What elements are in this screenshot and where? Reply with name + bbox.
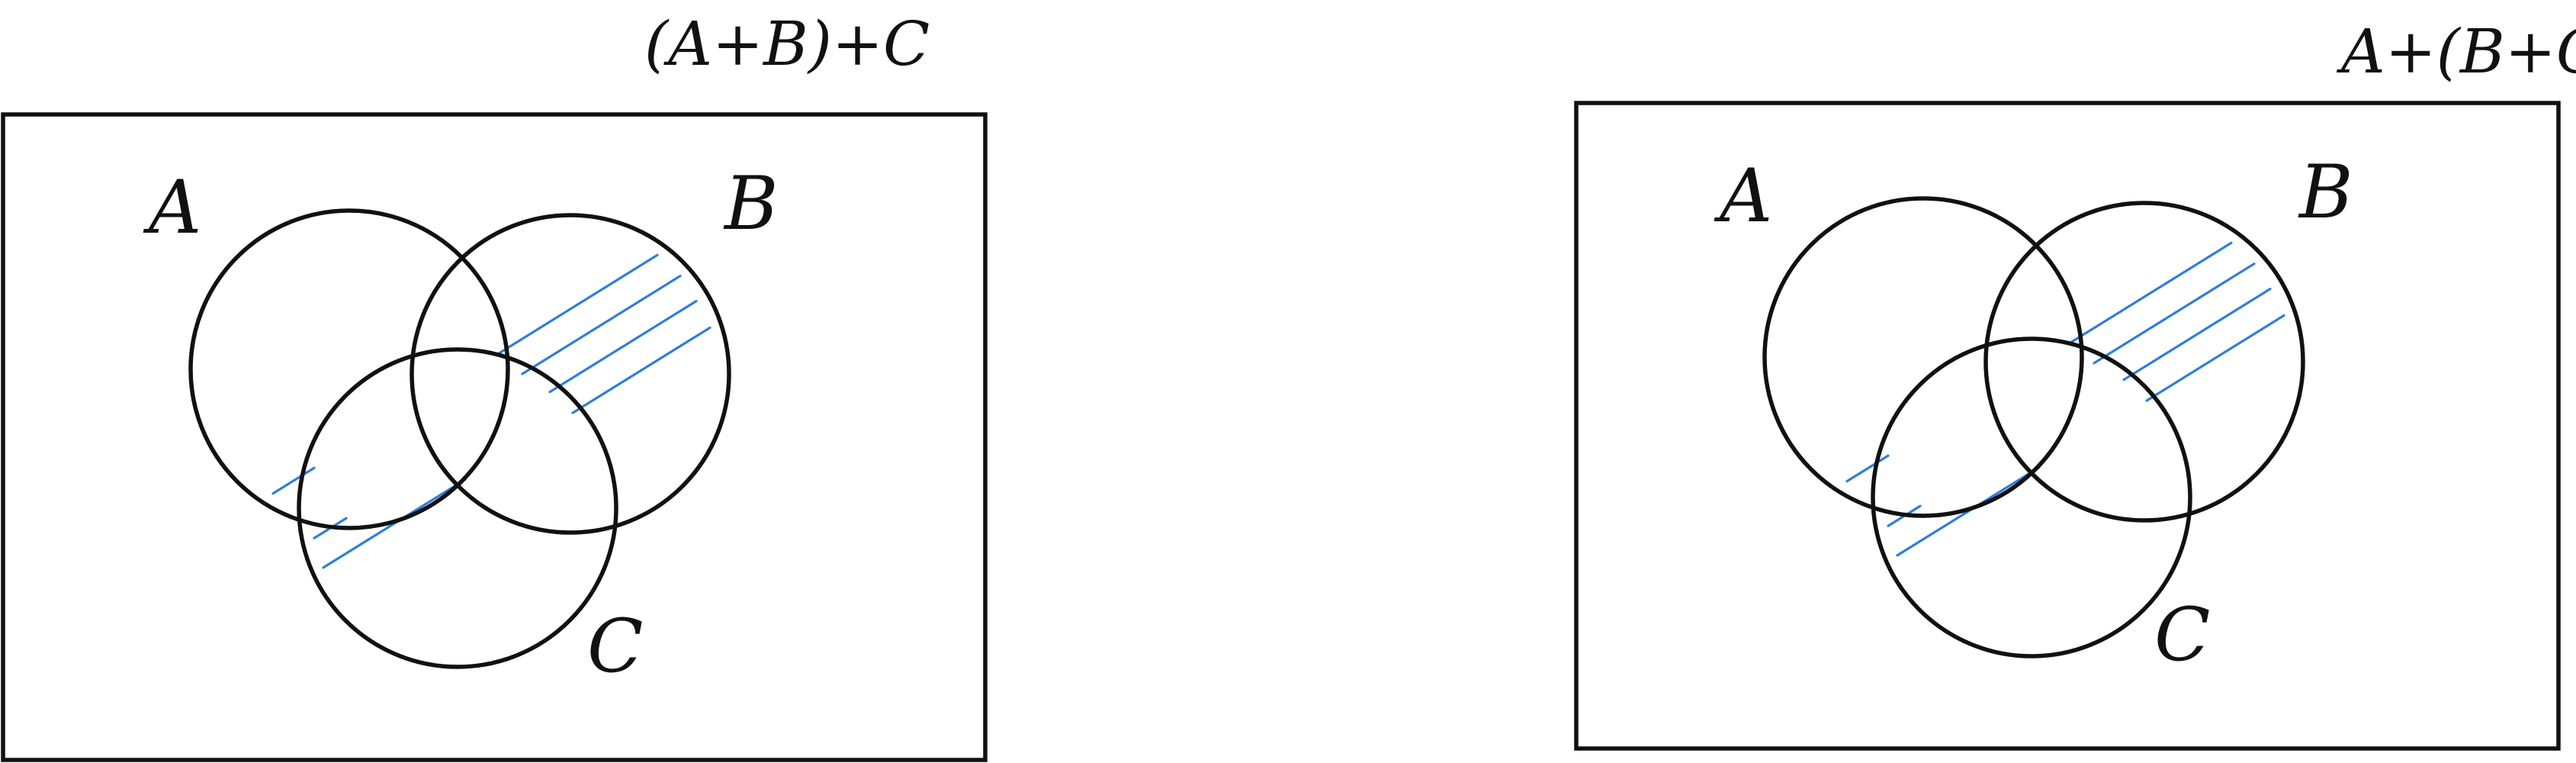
expression-label-right: A+(B+C) (2336, 16, 2576, 87)
set-a-label-right: A (1714, 153, 1772, 239)
hatch-stroke (496, 253, 659, 356)
hatch-stroke (271, 466, 316, 495)
expression-label-left: (A+B)+C (644, 8, 930, 79)
set-a-label-left: A (143, 165, 201, 250)
set-c-circle-left (297, 347, 618, 669)
hatch-stroke (1845, 454, 1890, 483)
hatch-stroke (548, 300, 698, 394)
set-b-label-left: B (723, 161, 779, 246)
hatch-stroke (2145, 314, 2285, 402)
set-c-circle-right (1871, 336, 2192, 658)
universe-box-right (1574, 101, 2561, 751)
set-b-circle-right (1983, 201, 2305, 523)
venn-diagram-left: (A+B)+C A B C (1, 8, 988, 762)
set-c-label-right: C (2154, 592, 2210, 678)
hatch-stroke (571, 326, 711, 414)
hatch-stroke (2093, 262, 2256, 365)
set-a-circle-right (1762, 196, 2084, 518)
venn-diagram-right: A+(B+C) A B C (1574, 16, 2576, 751)
set-b-circle-left (410, 213, 731, 535)
hatch-stroke (2070, 241, 2233, 344)
set-a-circle-left (188, 208, 510, 530)
set-b-label-right: B (2298, 150, 2353, 235)
hatch-stroke (521, 275, 682, 375)
hatch-region-left (271, 253, 711, 569)
set-c-label-left: C (587, 604, 643, 689)
universe-box-left (1, 112, 988, 762)
hatch-stroke (2122, 288, 2272, 382)
